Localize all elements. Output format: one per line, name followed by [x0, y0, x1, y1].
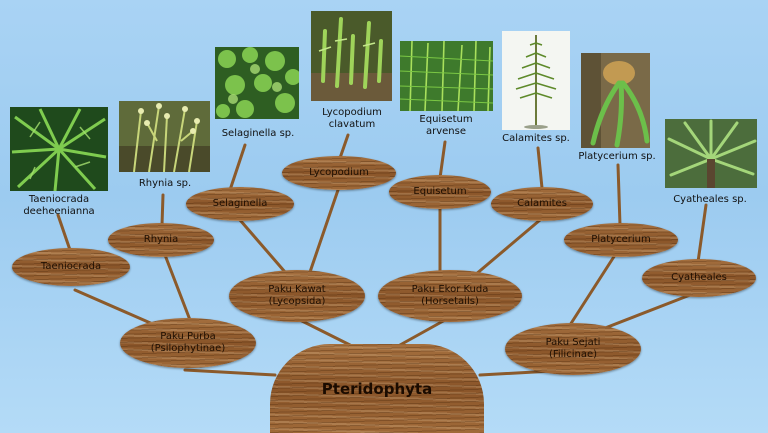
branch-root-psilophytinae [183, 368, 277, 377]
branch-horse-calamites [473, 218, 542, 277]
node-calamites[interactable]: Calamites [491, 187, 593, 221]
selaginella-photo [215, 47, 299, 119]
node-psilophytinae[interactable]: Paku Purba (Psilophytinae) [120, 318, 256, 368]
node-label: Paku Purba (Psilophytinae) [150, 331, 226, 354]
branch-lycopodium-photo [338, 133, 350, 160]
node-label: Platycerium [591, 234, 651, 245]
node-label: Rhynia [143, 234, 179, 245]
taeniocrada-photo [10, 107, 108, 191]
node-label: Taeniocrada [40, 261, 102, 272]
caption-platycerium: Platycerium sp. [578, 151, 656, 162]
branch-platycerium-photo [616, 163, 622, 227]
node-selaginella[interactable]: Selaginella [186, 187, 294, 221]
node-rhynia[interactable]: Rhynia [108, 223, 214, 257]
node-lycopodium[interactable]: Lycopodium [282, 156, 396, 190]
caption-calamites: Calamites sp. [502, 133, 570, 144]
node-equisetum[interactable]: Equisetum [389, 175, 491, 209]
branch-lyco-lycopodium [308, 188, 340, 274]
branch-fil-cyatheales [598, 293, 692, 332]
node-label: Lycopodium [309, 167, 369, 178]
calamites-photo [502, 31, 570, 130]
node-label: Cyatheales [671, 272, 727, 283]
rhynia-photo [119, 101, 210, 172]
caption-taeniocrada: Taeniocrada deeheenianna [23, 194, 95, 217]
node-label: Paku Sejati (Filicinae) [545, 337, 601, 360]
caption-lycopodium: Lycopodium clavatum [322, 107, 382, 130]
node-horsetails[interactable]: Paku Ekor Kuda (Horsetails) [378, 270, 522, 322]
caption-equisetum: Equisetum arvense [419, 114, 473, 137]
platycerium-photo [581, 53, 650, 148]
node-label: Paku Kawat (Lycopsida) [268, 284, 326, 307]
caption-selaginella: Selaginella sp. [221, 128, 295, 139]
node-label: Selaginella [212, 198, 268, 209]
branch-psilo-taeniocrada [73, 288, 157, 327]
branch-fil-platycerium [568, 253, 617, 327]
cyatheales-photo [665, 119, 757, 188]
node-platycerium[interactable]: Platycerium [564, 223, 678, 257]
root-trunk[interactable]: Pteridophyta [270, 344, 484, 433]
branch-rhynia-photo [160, 193, 165, 227]
branch-lyco-selaginella [238, 218, 287, 274]
branch-psilo-rhynia [163, 253, 192, 322]
node-label: Paku Ekor Kuda (Horsetails) [411, 284, 489, 307]
caption-cyatheales: Cyatheales sp. [673, 194, 747, 205]
branch-taeniocrada-photo [56, 213, 72, 252]
lycopodium-photo [311, 11, 392, 101]
branch-equisetum-photo [438, 140, 447, 180]
branch-selaginella-photo [228, 143, 247, 192]
equisetum-photo [400, 41, 493, 111]
branch-root-horsetails [398, 318, 447, 347]
node-taeniocrada[interactable]: Taeniocrada [12, 248, 130, 286]
node-label: Equisetum [413, 186, 467, 197]
node-cyatheales[interactable]: Cyatheales [642, 259, 756, 297]
caption-rhynia: Rhynia sp. [138, 178, 192, 189]
branch-calamites-photo [536, 146, 544, 190]
node-label: Calamites [517, 198, 567, 209]
node-filicinae[interactable]: Paku Sejati (Filicinae) [505, 323, 641, 375]
branch-cyatheales-photo [696, 203, 708, 264]
branch-root-lycopsida [298, 318, 352, 347]
node-lycopsida[interactable]: Paku Kawat (Lycopsida) [229, 270, 365, 322]
root-label: Pteridophyta [321, 379, 433, 398]
